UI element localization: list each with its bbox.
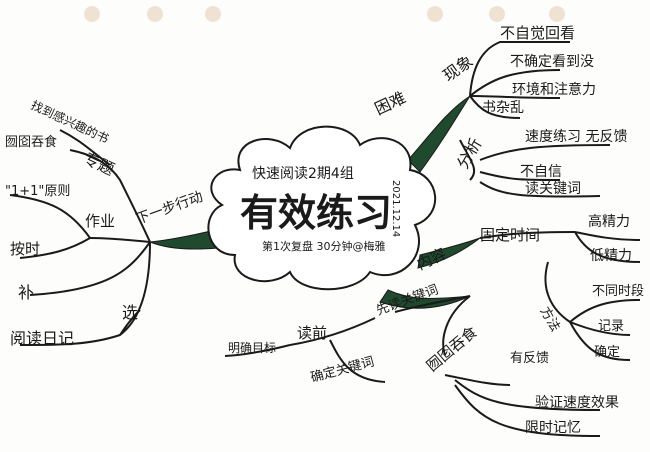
connector xyxy=(29,241,151,296)
binder-hole xyxy=(205,6,221,22)
connector xyxy=(469,41,570,97)
method-item-1: 不同时段 xyxy=(592,284,644,299)
branch-next-label: 下一步行动 xyxy=(134,189,205,228)
binder-hole xyxy=(147,6,163,22)
phenomenon-item-4: 书杂乱 xyxy=(482,100,524,116)
connector xyxy=(574,231,641,241)
branch-difficulty-label: 困难 xyxy=(372,88,409,119)
phenomenon-item-3: 环境和注意力 xyxy=(512,81,596,98)
connector xyxy=(569,321,631,361)
fixed-time-label: 固定时间 xyxy=(480,226,540,244)
branch-next-shape xyxy=(149,229,219,250)
connector xyxy=(69,149,151,243)
phenomenon-label: 现象 xyxy=(439,51,476,85)
method-label: 方法 xyxy=(537,304,564,335)
connector xyxy=(444,374,511,386)
swallow-item-3: 限时记忆 xyxy=(525,420,581,436)
binder-holes xyxy=(84,6,565,22)
phenomenon-item-2: 不确定看到没 xyxy=(510,54,594,70)
center-topic: 快速阅读2期4组 有效练习 2021.12.14 第1次复盘 30分钟@梅雅 xyxy=(240,165,401,253)
connector xyxy=(469,69,561,97)
connector xyxy=(469,95,521,119)
center-cloud xyxy=(207,125,437,291)
binder-hole xyxy=(549,6,565,22)
homework-item-1: "1+1"原则 xyxy=(5,184,70,199)
connector xyxy=(479,181,601,198)
center-title: 有效练习 xyxy=(240,191,392,235)
connector xyxy=(469,95,561,99)
connector xyxy=(442,295,471,356)
connector xyxy=(289,317,376,346)
before-reading-item: 明确目标 xyxy=(228,341,276,355)
connector xyxy=(224,344,291,357)
connector xyxy=(569,321,631,336)
connector xyxy=(454,384,601,437)
analysis-item-2: 不自信 xyxy=(520,164,562,180)
binder-hole xyxy=(489,6,505,22)
choose-item: 阅读日记 xyxy=(10,329,74,348)
connector xyxy=(59,129,111,166)
fixed-time-item-2: 低精力 xyxy=(590,248,632,264)
branch-content-shape xyxy=(417,237,481,269)
connector xyxy=(459,139,476,181)
connector xyxy=(454,379,601,411)
center-bottom-line: 第1次复盘 30分钟@梅雅 xyxy=(262,239,386,253)
homework-item-2: 按时 xyxy=(10,240,40,258)
swallow-item-2: 验证速度效果 xyxy=(535,395,619,411)
binder-hole xyxy=(427,6,443,22)
connector xyxy=(119,309,141,336)
binder-hole xyxy=(84,6,100,22)
analysis-label: 分析 xyxy=(453,135,485,172)
connector xyxy=(479,171,561,181)
main-branches xyxy=(149,95,481,309)
analysis-item-1: 速度练习 无反馈 xyxy=(525,129,627,145)
connector xyxy=(89,237,151,243)
connector-lines xyxy=(9,41,641,437)
fixed-time-item-1: 高精力 xyxy=(588,213,630,230)
connector xyxy=(394,295,471,313)
swallow-item-1: 有反馈 xyxy=(510,351,549,366)
center-side-date: 2021.12.14 xyxy=(390,180,401,237)
swallow-label: 囫囵吞食 xyxy=(423,323,481,375)
method-item-3: 确定 xyxy=(594,345,620,360)
topic-label: 专题 xyxy=(80,148,117,179)
connector xyxy=(574,231,641,263)
connector xyxy=(329,339,386,383)
connector xyxy=(569,299,641,323)
topic-item-2: 囫囵吞食 xyxy=(5,134,57,150)
method-item-2: 记录 xyxy=(598,319,624,334)
choose-label: 选 xyxy=(122,303,138,322)
supplement-label: 补 xyxy=(18,283,34,302)
connector xyxy=(479,231,576,239)
homework-label: 作业 xyxy=(85,212,115,230)
phenomenon-item-1: 不自觉回看 xyxy=(500,24,575,42)
center-top-line: 快速阅读2期4组 xyxy=(252,165,354,182)
before-reading-label: 读前 xyxy=(297,324,327,342)
connector xyxy=(9,194,91,239)
connector xyxy=(479,144,611,161)
confirm-keywords: 确定关键词 xyxy=(309,355,376,386)
connector xyxy=(544,261,571,323)
analysis-item-3: 读关键词 xyxy=(525,180,581,197)
connector xyxy=(19,237,91,259)
